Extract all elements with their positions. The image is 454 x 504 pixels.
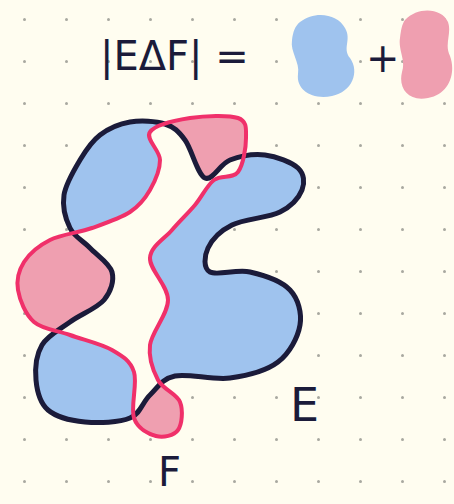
set-e-outline — [36, 121, 304, 423]
set-label: F — [158, 452, 181, 492]
formula-text: |EΔF| = — [100, 36, 249, 76]
set-label: E — [290, 382, 319, 428]
set-f-outline — [17, 116, 246, 437]
blue-blob-symbol — [292, 15, 355, 97]
intersection-region — [36, 121, 304, 423]
pink-blob-symbol — [400, 10, 453, 98]
plus-sign: + — [366, 38, 400, 78]
